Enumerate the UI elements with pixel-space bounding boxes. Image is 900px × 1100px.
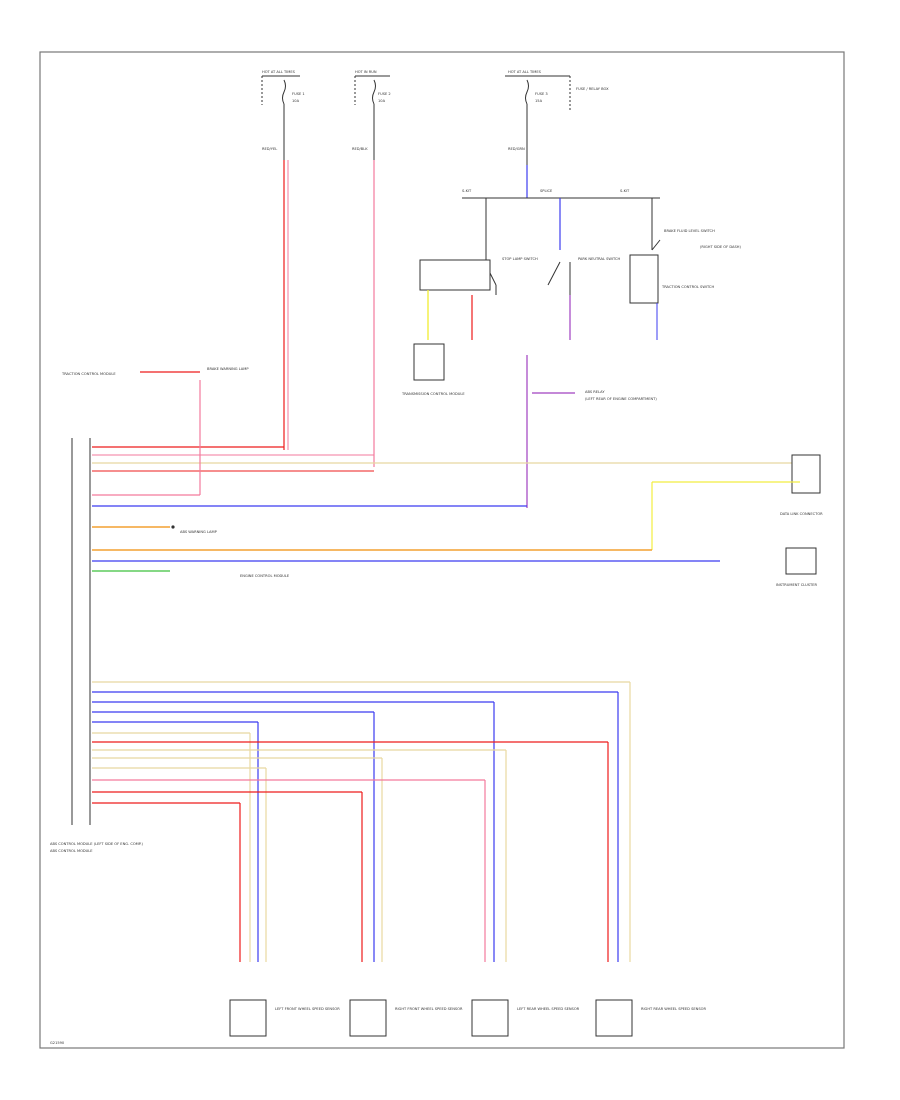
wire-h7-terminal bbox=[171, 525, 175, 529]
brake-fluid-switch: BRAKE FLUID LEVEL SWITCH TRACTION CONTRO… bbox=[629, 198, 741, 340]
sensor-left-rear: LEFT REAR WHEEL SPEED SENSOR bbox=[471, 999, 580, 1037]
fuse-3-bus-label: HOT AT ALL TIMES bbox=[508, 70, 542, 74]
cluster-box bbox=[785, 547, 817, 575]
abs-module-side-label: ABS CONTROL MODULE (LEFT SIDE OF ENG. CO… bbox=[50, 842, 144, 846]
fuse-1-bus-label: HOT AT ALL TIMES bbox=[262, 70, 296, 74]
data-link-box bbox=[791, 454, 821, 494]
fuse-3-symbol bbox=[525, 79, 529, 105]
fuse-3-name: FUSE 3 bbox=[535, 92, 548, 96]
warning-lamp-label: ABS WARNING LAMP bbox=[180, 530, 218, 534]
sensor-right-front: RIGHT FRONT WHEEL SPEED SENSOR bbox=[349, 999, 463, 1037]
bus-label-right: S-KIT bbox=[620, 189, 630, 193]
traction-switch-label: TRACTION CONTROL SWITCH bbox=[661, 285, 714, 289]
data-link-label: DATA LINK CONNECTOR bbox=[780, 512, 823, 516]
cluster-label: INSTRUMENT CLUSTER bbox=[776, 583, 817, 587]
abs-relay-label: ABS RELAY bbox=[585, 390, 605, 394]
sensor-rf-label: RIGHT FRONT WHEEL SPEED SENSOR bbox=[395, 1007, 463, 1011]
fuse-1-wire-code: RED/YEL bbox=[262, 147, 277, 151]
tcm-label: TRANSMISSION CONTROL MODULE bbox=[401, 392, 465, 396]
fuse-1-name: FUSE 1 bbox=[292, 92, 305, 96]
diagram-frame bbox=[39, 51, 845, 1049]
fuse-box-label: FUSE / RELAY BOX bbox=[576, 87, 609, 91]
footer-code: G21590 bbox=[50, 1041, 65, 1045]
fuse-2-group: HOT IN RUN FUSE 2 10A RED/BLK bbox=[352, 70, 391, 160]
fuse-2-bus-label: HOT IN RUN bbox=[355, 70, 377, 74]
fuse-1-group: HOT AT ALL TIMES FUSE 1 10A RED/YEL bbox=[261, 70, 305, 160]
stop-lamp-switch: STOP LAMP SWITCH TRANSMISSION CONTROL MO… bbox=[401, 198, 538, 396]
park-neutral-switch-label: PARK NEUTRAL SWITCH bbox=[578, 257, 621, 261]
bus-label-left: S-KIT bbox=[462, 189, 472, 193]
abs-module-bottom-label: ABS CONTROL MODULE bbox=[50, 849, 93, 853]
fuse-3-rating: 15A bbox=[535, 99, 543, 103]
sensor-left-front: LEFT FRONT WHEEL SPEED SENSOR bbox=[229, 999, 340, 1037]
fuse-3-wire-code: RED/GRN bbox=[508, 147, 525, 151]
brake-warning-label: BRAKE WARNING LAMP bbox=[207, 367, 249, 371]
sensor-lf-label: LEFT FRONT WHEEL SPEED SENSOR bbox=[275, 1007, 340, 1011]
ecm-label: ENGINE CONTROL MODULE bbox=[240, 574, 290, 578]
abs-relay-sub: (LEFT REAR OF ENGINE COMPARTMENT) bbox=[585, 397, 657, 401]
traction-module-label: TRACTION CONTROL MODULE bbox=[61, 372, 116, 376]
fuse-2-wire-code: RED/BLK bbox=[352, 147, 368, 151]
stop-lamp-switch-label: STOP LAMP SWITCH bbox=[502, 257, 538, 261]
sensor-lr-label: LEFT REAR WHEEL SPEED SENSOR bbox=[517, 1007, 580, 1011]
right-dash-note: (RIGHT SIDE OF DASH) bbox=[700, 245, 741, 249]
brake-fluid-switch-label: BRAKE FLUID LEVEL SWITCH bbox=[664, 229, 715, 233]
fuse-2-rating: 10A bbox=[378, 99, 386, 103]
fuse-2-symbol bbox=[372, 79, 376, 105]
fuse-2-name: FUSE 2 bbox=[378, 92, 391, 96]
bus-label-mid: SPLICE bbox=[540, 189, 553, 193]
fuse-3-group: HOT AT ALL TIMES FUSE / RELAY BOX FUSE 3… bbox=[505, 70, 609, 165]
tcm-box bbox=[413, 343, 445, 381]
sensor-rr-label: RIGHT REAR WHEEL SPEED SENSOR bbox=[641, 1007, 706, 1011]
fuse-1-symbol bbox=[282, 79, 286, 105]
sensor-right-rear: RIGHT REAR WHEEL SPEED SENSOR bbox=[595, 999, 706, 1037]
fuse-1-rating: 10A bbox=[292, 99, 300, 103]
park-neutral-switch: PARK NEUTRAL SWITCH bbox=[547, 198, 621, 340]
